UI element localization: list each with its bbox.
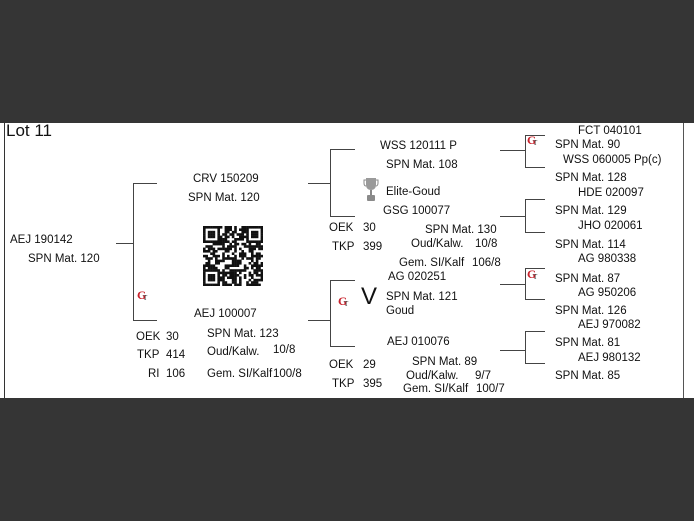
left-border — [4, 123, 5, 398]
gen4-id: AEJ 970082 — [578, 319, 641, 331]
svg-text:T: T — [344, 300, 349, 307]
sire-dam-tkp: 399 — [363, 241, 383, 253]
dam-sire-mat: SPN Mat. 121 — [386, 291, 458, 303]
sire-dam-oek-label: OEK — [329, 222, 354, 234]
dam-dam-oek: 29 — [363, 359, 376, 371]
svg-text:T: T — [533, 273, 538, 280]
trophy-icon — [363, 178, 379, 201]
qr-code — [203, 226, 263, 286]
lot-title: Lot 11 — [6, 121, 53, 140]
dam-ri: 106 — [166, 368, 186, 380]
gen4-mat: SPN Mat. 126 — [555, 305, 627, 317]
dam-dam-oud: 9/7 — [475, 370, 491, 382]
dam-tkp: 414 — [166, 349, 186, 361]
gen4-mat: SPN Mat. 114 — [555, 239, 626, 251]
svg-text:G: G — [137, 288, 146, 301]
gen4-mat: SPN Mat. 129 — [555, 205, 627, 217]
gen4-mat: SPN Mat. 87 — [555, 273, 621, 285]
gt-logo-icon: GT — [527, 133, 538, 146]
sire-dam-oud: 10/8 — [475, 238, 498, 250]
dam-dam-tkp-label: TKP — [332, 378, 355, 390]
sire-dam-award: Elite-Goud — [386, 186, 441, 198]
gt-logo-icon: GT — [338, 294, 349, 307]
dam-dam-tkp: 395 — [363, 378, 383, 390]
dam-oud: 10/8 — [273, 344, 296, 356]
dam-tkp-label: TKP — [137, 349, 160, 361]
svg-text:T: T — [143, 294, 148, 301]
pedigree-sheet: Lot 11 AEJ 190142 SPN Mat. 120 CRV 15020… — [0, 121, 694, 398]
dam-oud-label: Oud/Kalw. — [207, 346, 260, 358]
gen4-id: AG 950206 — [578, 287, 637, 299]
dam-ri-label: RI — [148, 368, 160, 380]
sire-dam-id: GSG 100077 — [383, 205, 451, 217]
svg-text:G: G — [338, 294, 347, 307]
dam-dam-oek-label: OEK — [329, 359, 354, 371]
gen4-id: FCT 040101 — [578, 125, 642, 137]
sire-dam-oud-label: Oud/Kalw. — [411, 238, 464, 250]
grade-mark: V — [361, 283, 378, 310]
gen4-id: AG 980338 — [578, 253, 637, 265]
subject-id: AEJ 190142 — [10, 234, 73, 246]
sire-dam-gem: 106/8 — [472, 257, 501, 269]
subject-mat: SPN Mat. 120 — [28, 253, 100, 265]
gen4-id: AEJ 980132 — [578, 352, 641, 364]
gt-logo-icon: GT — [527, 267, 538, 280]
svg-text:G: G — [527, 133, 536, 146]
sire-dam-gem-label: Gem. SI/Kalf — [399, 257, 465, 269]
dam-oek: 30 — [166, 331, 179, 343]
gt-logo-icon: GT — [137, 288, 148, 301]
gen4-mat: SPN Mat. 85 — [555, 370, 621, 382]
dam-id: AEJ 100007 — [194, 308, 257, 320]
dam-sire-id: AG 020251 — [388, 271, 447, 283]
gen4-id: HDE 020097 — [578, 187, 644, 199]
sire-dam-tkp-label: TKP — [332, 241, 355, 253]
gen4-id: WSS 060005 Pp(c) — [563, 154, 662, 166]
sire-id: CRV 150209 — [193, 173, 259, 185]
sire-sire-mat: SPN Mat. 108 — [386, 159, 458, 171]
gen4-mat: SPN Mat. 81 — [555, 337, 621, 349]
dam-gem-label: Gem. SI/Kalf — [207, 368, 273, 380]
dam-sire-award: Goud — [386, 305, 415, 317]
sire-sire-id: WSS 120111 P — [380, 140, 457, 152]
gen4-id: JHO 020061 — [578, 220, 643, 232]
dam-oek-label: OEK — [136, 331, 161, 343]
svg-text:T: T — [533, 139, 538, 146]
dam-mat: SPN Mat. 123 — [207, 328, 279, 340]
sire-mat: SPN Mat. 120 — [188, 192, 260, 204]
right-border — [683, 123, 684, 398]
sire-dam-oek: 30 — [363, 222, 376, 234]
sire-dam-mat: SPN Mat. 130 — [425, 224, 497, 236]
dam-gem: 100/8 — [273, 368, 302, 380]
dam-dam-gem: 100/7 — [476, 383, 505, 395]
dam-dam-gem-label: Gem. SI/Kalf — [403, 383, 469, 395]
dam-dam-oud-label: Oud/Kalw. — [406, 370, 459, 382]
dam-dam-mat: SPN Mat. 89 — [412, 356, 478, 368]
gen4-mat: SPN Mat. 128 — [555, 172, 627, 184]
dam-dam-id: AEJ 010076 — [387, 336, 450, 348]
svg-text:G: G — [527, 267, 536, 280]
gen4-mat: SPN Mat. 90 — [555, 139, 621, 151]
